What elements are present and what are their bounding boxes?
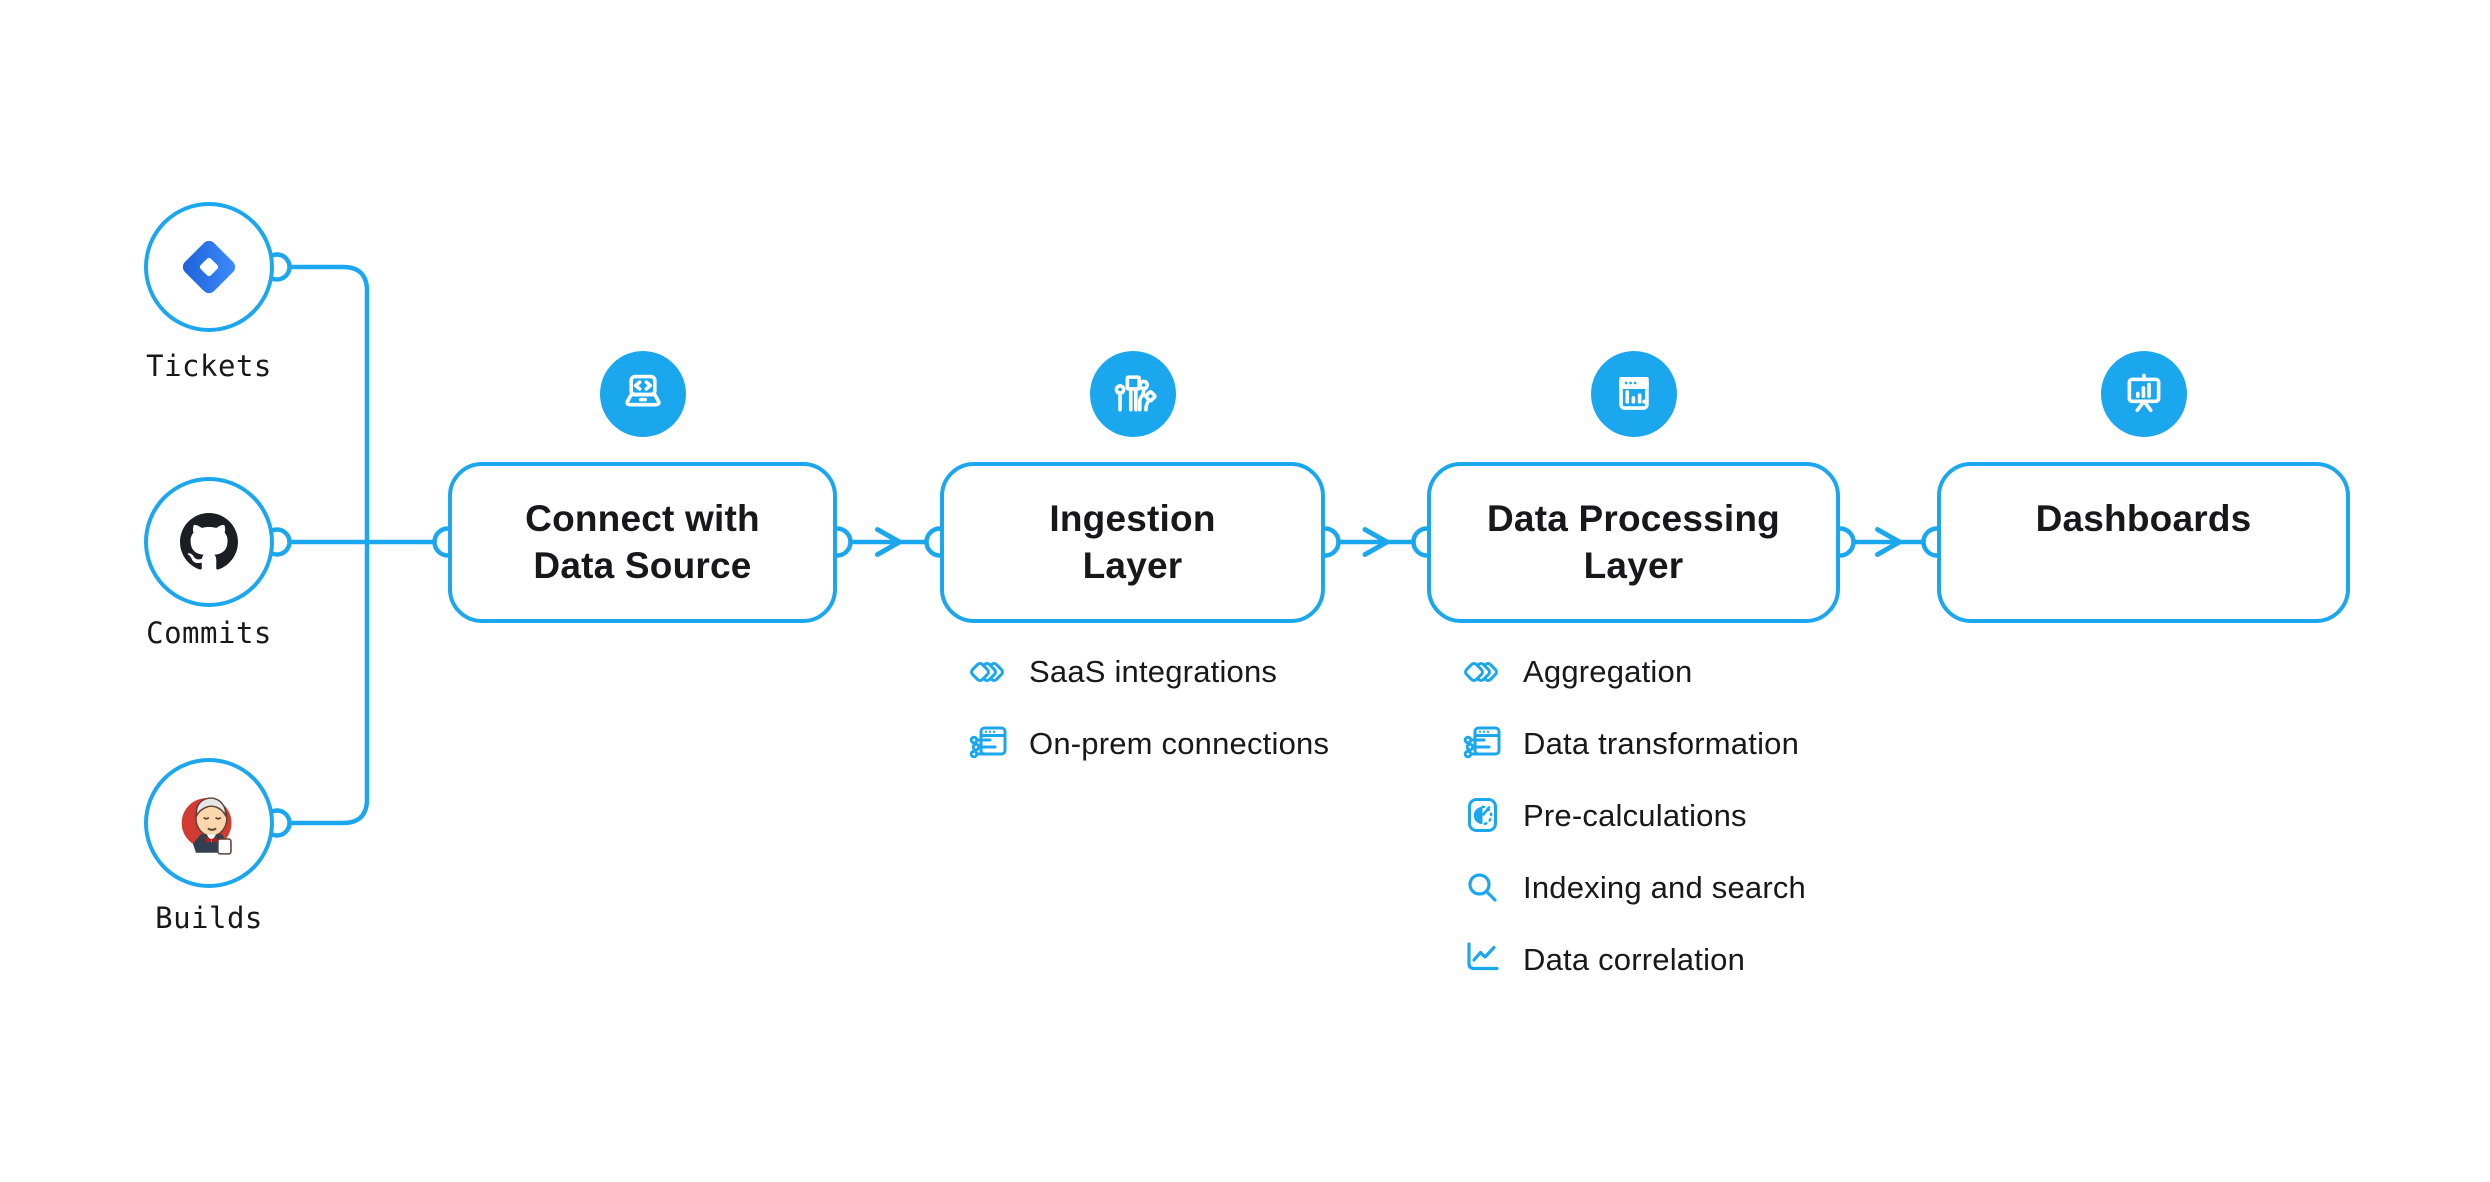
stage-title-ingestion: Ingestion Layer: [1049, 495, 1215, 589]
arrow-chevron-3: [1875, 527, 1905, 557]
stacked-diamonds-icon: [966, 649, 1012, 695]
stage-box-connect: Connect with Data Source: [448, 462, 837, 623]
jenkins-icon: [181, 797, 232, 855]
list-item-label: Indexing and search: [1523, 870, 1806, 905]
stage-title-connect: Connect with Data Source: [525, 495, 760, 589]
list-item-label: Pre-calculations: [1523, 798, 1747, 833]
source-label-tickets: Tickets: [146, 349, 272, 383]
stage-box-ingestion: Ingestion Layer: [940, 462, 1325, 623]
source-label-builds: Builds: [155, 901, 263, 935]
list-item: Aggregation: [1460, 649, 1806, 695]
stage-badge-processing: [1590, 351, 1677, 437]
stage-title-line: Data Source: [533, 545, 752, 586]
list-item-label: On-prem connections: [1029, 726, 1330, 761]
laptop-code-icon: [624, 374, 661, 407]
list-item: Data transformation: [1460, 721, 1806, 767]
stage-title-line: Connect with: [525, 498, 760, 539]
stage-title-processing: Data Processing Layer: [1487, 495, 1780, 589]
stacked-diamonds-icon: [1460, 649, 1506, 695]
stage-box-processing: Data Processing Layer: [1427, 462, 1840, 623]
window-sliders-icon: [966, 721, 1012, 767]
arrow-chevron-1: [875, 527, 905, 557]
ingestion-circuit-icon: [1114, 375, 1157, 412]
stage-badge-dashboards: [2100, 351, 2187, 437]
processing-feature-list: Aggregation Data transformation: [1460, 649, 1806, 983]
search-icon: [1460, 865, 1506, 911]
stage-title-dashboards: Dashboards: [2036, 495, 2252, 542]
window-sliders-icon: [1460, 721, 1506, 767]
stage-badge-ingestion: [1089, 351, 1176, 437]
presentation-chart-icon: [2127, 373, 2160, 413]
jira-icon: [182, 240, 236, 294]
source-bus-line: [290, 264, 370, 826]
source-node-builds: [144, 758, 274, 888]
list-item: Indexing and search: [1460, 865, 1806, 911]
line-chart-icon: [1460, 937, 1506, 983]
list-item: Data correlation: [1460, 937, 1806, 983]
arrow-chevron-2: [1362, 527, 1393, 557]
list-item: On-prem connections: [966, 721, 1329, 767]
stage-badge-connect: [599, 351, 686, 437]
stage-title-line: Layer: [1583, 545, 1684, 586]
ingestion-feature-list: SaaS integrations On-prem connections: [966, 649, 1329, 767]
stage-box-dashboards: Dashboards: [1937, 462, 2350, 623]
stage-title-line: Data Processing: [1487, 498, 1780, 539]
list-item-label: Data correlation: [1523, 942, 1746, 977]
list-item: SaaS integrations: [966, 649, 1329, 695]
gauge-icon: [1460, 793, 1506, 839]
stage-title-line: Ingestion: [1049, 498, 1216, 539]
source-node-tickets: [144, 202, 274, 332]
source-node-commits: [144, 477, 274, 607]
stage-title-line: Dashboards: [2035, 498, 2252, 539]
source-label-commits: Commits: [146, 616, 272, 650]
stage-title-line: Layer: [1082, 545, 1183, 586]
github-icon: [180, 513, 238, 570]
list-item-label: Aggregation: [1523, 654, 1693, 689]
list-item-label: Data transformation: [1523, 726, 1800, 761]
window-bar-chart-icon: [1618, 377, 1649, 410]
list-item-label: SaaS integrations: [1029, 654, 1278, 689]
list-item: Pre-calculations: [1460, 793, 1806, 839]
